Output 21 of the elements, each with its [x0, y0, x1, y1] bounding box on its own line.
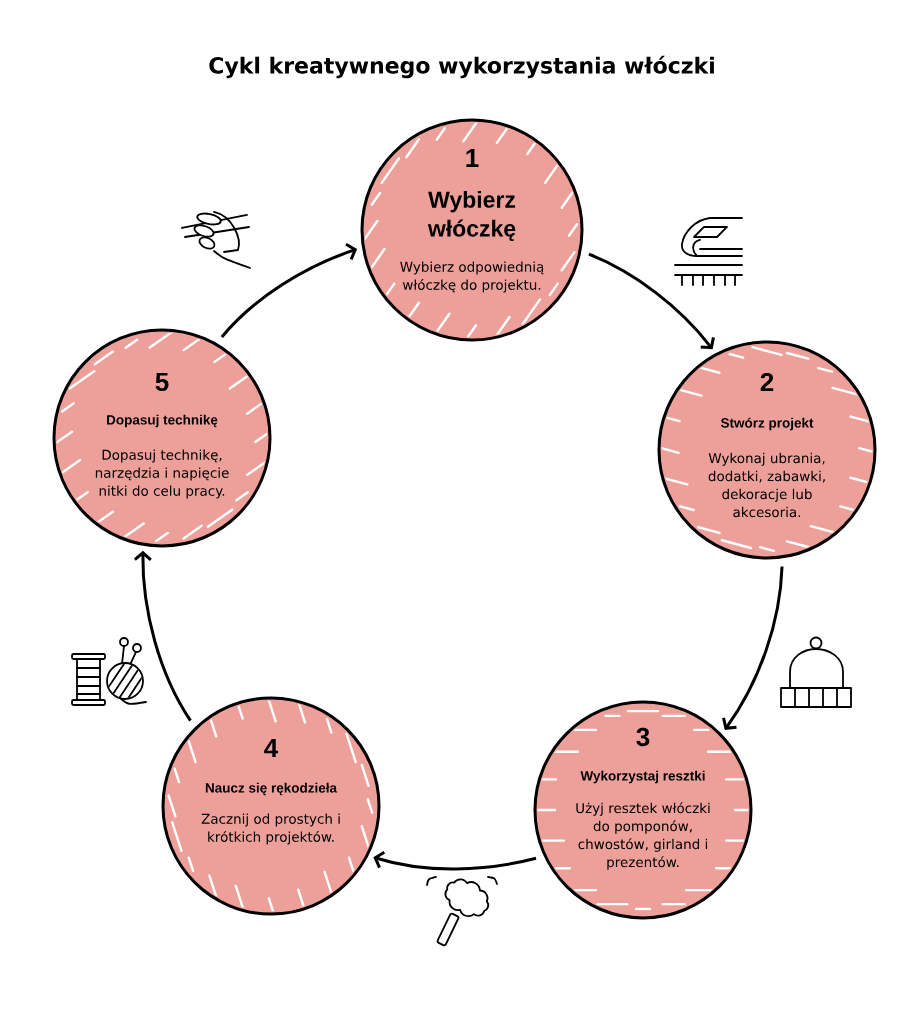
arrow	[133, 550, 192, 722]
step-number: 2	[760, 372, 774, 392]
title: Cykl kreatywnego wykorzystania włóczki	[209, 55, 714, 79]
step-heading: Naucz się rękodzieła	[205, 782, 338, 796]
step-heading: Wybierz włóczkę	[427, 190, 516, 241]
arrow	[588, 252, 715, 350]
step-number: 1	[466, 149, 479, 167]
step-heading: Dopasuj technikę	[107, 414, 218, 428]
step-description: Dopasuj technikę, narzędzia i napięcie nitki do celu pracy.	[95, 449, 229, 499]
step-description: Wykonaj ubrania, dodatki, zabawki, dekoracje lub akcesoria.	[708, 452, 825, 518]
arrow	[220, 243, 358, 338]
step-description: Zacznij od prostych i krótkich projektów.	[201, 813, 340, 845]
step-description: Wybierz odpowiednią włóczkę do projektu.	[400, 261, 544, 293]
step-number: 3	[636, 727, 650, 747]
step-number: 4	[264, 739, 279, 757]
step-description: Użyj resztek włóczki do pomponów, chwostów, girland i prezentów.	[576, 802, 710, 870]
arrow	[722, 566, 784, 730]
step-heading: Stwórz projekt	[720, 417, 814, 431]
step-number: 5	[155, 372, 169, 392]
arrow	[373, 851, 537, 871]
step-heading: Wykorzystaj resztki	[580, 770, 705, 784]
